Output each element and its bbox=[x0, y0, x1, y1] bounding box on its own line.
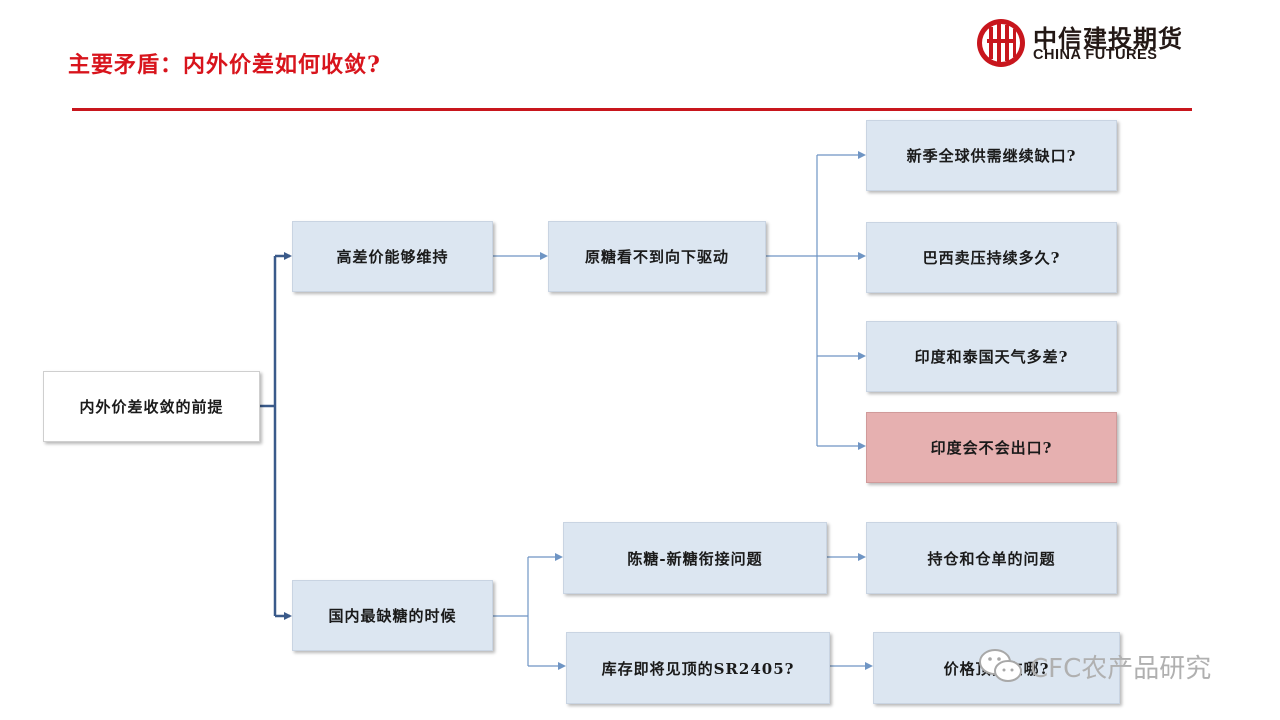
citic-logo-icon bbox=[977, 19, 1025, 67]
node-brazil-selling: 巴西卖压持续多久? bbox=[866, 222, 1117, 293]
node-domestic-shortage: 国内最缺糖的时候 bbox=[292, 580, 493, 651]
node-global-deficit: 新季全球供需继续缺口? bbox=[866, 120, 1117, 191]
node-inventory-peak: 库存即将见顶的SR2405? bbox=[566, 632, 830, 704]
upper-connectors bbox=[493, 151, 866, 450]
company-logo: 中信建投期货 CHINA FUTURES bbox=[975, 17, 1200, 69]
node-old-new-sugar: 陈糖-新糖衔接问题 bbox=[563, 522, 827, 594]
node-weather: 印度和泰国天气多差? bbox=[866, 321, 1117, 392]
node-raw-sugar: 原糖看不到向下驱动 bbox=[548, 221, 766, 292]
wechat-icon bbox=[979, 649, 1022, 682]
node-high-spread: 高差价能够维持 bbox=[292, 221, 493, 292]
logo-name-en: CHINA FUTURES bbox=[1033, 47, 1158, 63]
node-india-export: 印度会不会出口? bbox=[866, 412, 1117, 483]
watermark-text: CFC农产品研究 bbox=[1030, 653, 1212, 684]
lower-connectors bbox=[493, 553, 873, 670]
watermark: CFC农产品研究 bbox=[978, 646, 1211, 686]
title-divider bbox=[72, 108, 1192, 111]
page-title: 主要矛盾：内外价差如何收敛? bbox=[68, 52, 381, 78]
root-node: 内外价差收敛的前提 bbox=[43, 371, 260, 442]
node-position-warrant: 持仓和仓单的问题 bbox=[866, 522, 1117, 594]
root-connector bbox=[260, 252, 292, 620]
logo-name-cn: 中信建投期货 bbox=[1033, 25, 1183, 53]
